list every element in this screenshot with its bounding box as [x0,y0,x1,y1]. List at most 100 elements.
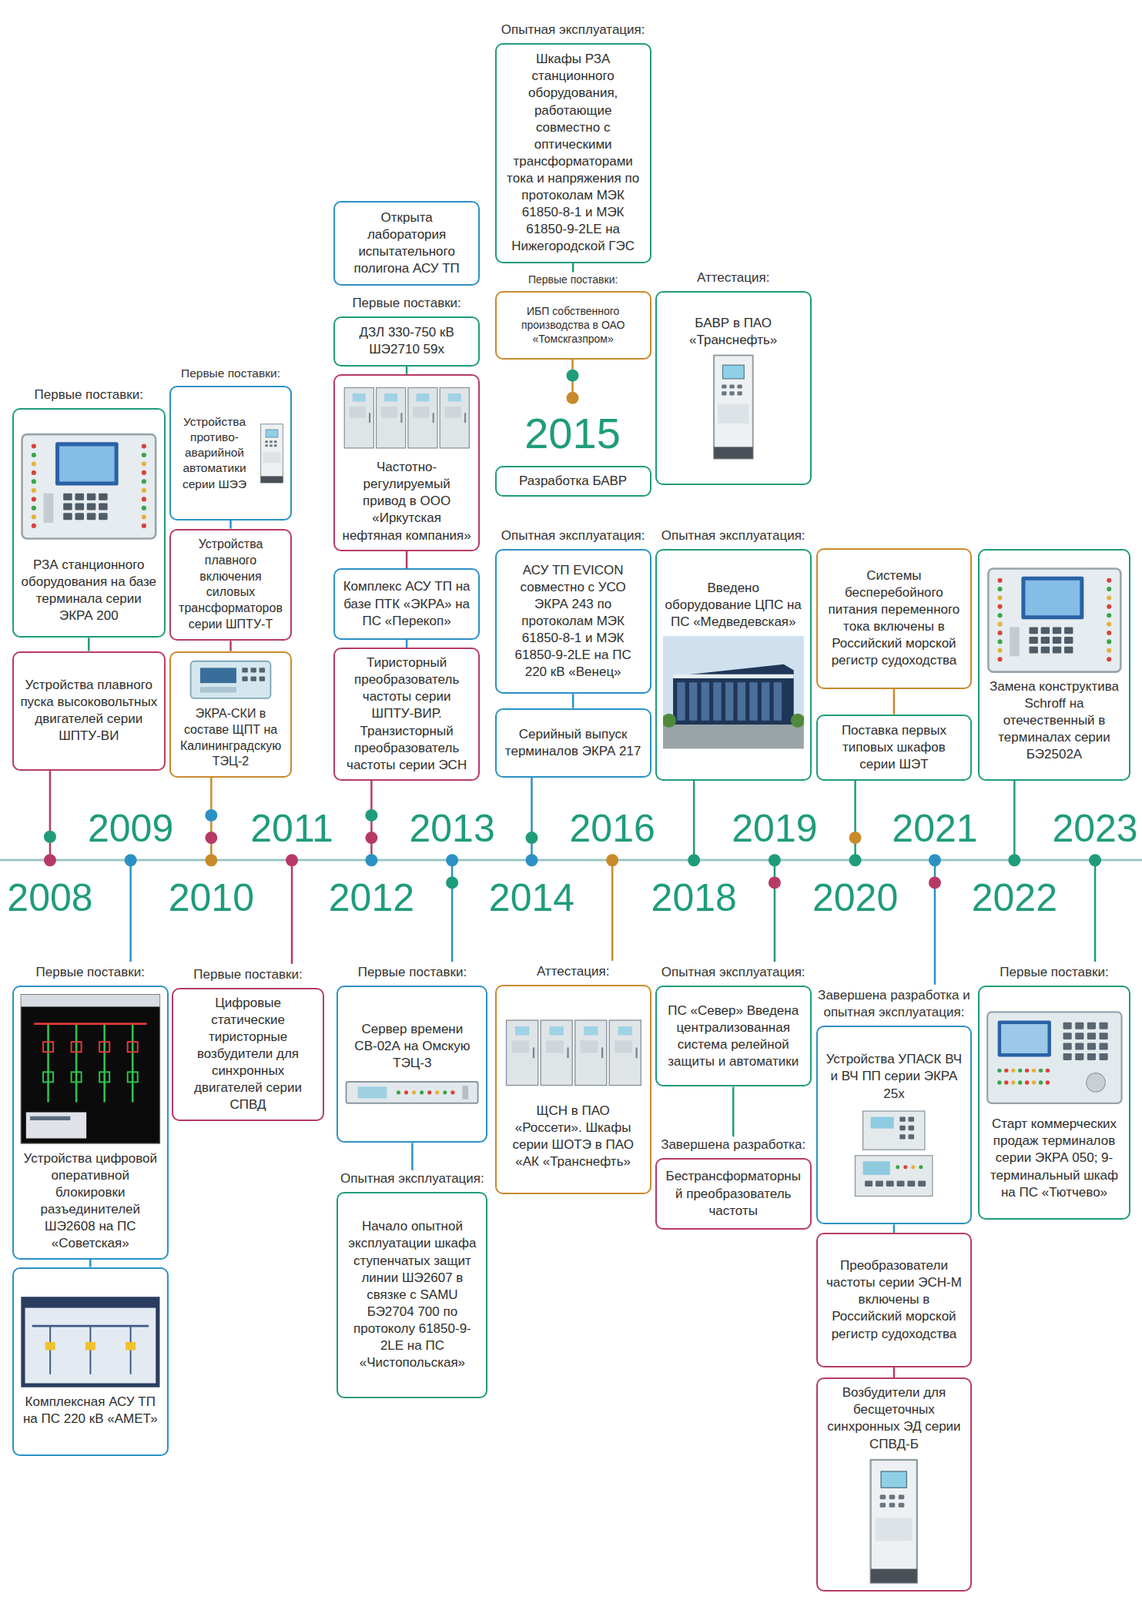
timeline-stem [451,860,454,962]
drawing-part [1024,579,1080,616]
event-text: ИБП собственного производства в ОАО «Том… [502,304,644,347]
drawing-part [265,428,278,437]
event-box: Возбудители для бесщеточных синхронных Э… [816,1377,972,1592]
event-box: Устройства УПАСК ВЧ и ВЧ ПП серии ЭКРА 2… [816,1025,972,1225]
drawing-part [1106,621,1112,627]
device-picture [20,1295,161,1390]
connector [732,1086,735,1137]
drawing-part [1075,1053,1084,1061]
drawing-part [98,493,108,501]
drawing-part [87,503,96,511]
year-label: 2023 [1051,807,1138,851]
drawing-part [141,462,147,467]
drawing-part [190,661,272,699]
drawing-part [43,493,54,523]
drawing-part [898,1494,905,1500]
drawing-part [908,1116,915,1122]
drawing-part [31,488,37,493]
drawing-part [1062,1032,1072,1040]
device-picture [663,635,804,750]
event-box: Начало опытной эксплуатации шкафа ступен… [336,1192,488,1399]
drawing-part [574,1020,607,1086]
drawing-part [1064,646,1073,654]
event-box: Разработка БАВР [495,465,652,497]
timeline-stem [291,860,294,965]
timeline-stem [530,777,533,861]
drawing-part [24,1308,156,1384]
drawing-part [98,512,108,520]
drawing-part [55,442,119,486]
timeline-event: Первые поставки:Устройства цифровой опер… [12,964,169,1260]
timeline-event: Опытная эксплуатация:Введено оборудовани… [655,527,812,781]
drawing-part [1106,639,1112,644]
drawing-part [269,440,273,443]
drawing-part [997,621,1002,627]
drawing-part [385,393,399,402]
drawing-part [1098,1022,1108,1030]
drawing-part [1106,656,1112,662]
event-heading: Завершена разработка: [655,1136,812,1154]
connector [893,1224,896,1233]
drawing-part [352,393,366,402]
drawing-part [870,1116,895,1129]
drawing-part [30,1116,71,1121]
drawing-part [997,647,1002,653]
drawing-part [1051,636,1061,644]
drawing-part [903,1165,908,1169]
event-heading: Первые поставки: [333,294,480,312]
drawing-part [411,1090,416,1095]
drawing-part [823,1107,964,1199]
drawing-part [103,1024,106,1103]
event-box: Комплекс АСУ ТП на базе ПТК «ЭКРА» на ПС… [333,568,480,640]
drawing-part [736,385,742,389]
event-heading: Аттестация: [495,963,652,981]
drawing-part [502,1008,644,1099]
timeline-event: Преобразователи частоты серии ЭСН-М вклю… [816,1232,972,1368]
drawing-part [997,586,1002,592]
timeline-dot [849,831,862,844]
drawing-part [736,391,742,396]
drawing-part [127,1041,138,1052]
drawing-part [1018,1080,1022,1085]
drawing-part [26,1112,87,1139]
drawing-part [259,668,265,674]
timeline-event: Опытная эксплуатация:Шкафы РЗА станционн… [495,21,652,264]
event-text: Шкафы РЗА станционного оборудования, раб… [502,50,644,255]
drawing-part [241,676,248,682]
drawing-part [443,1090,448,1095]
year-label: 2014 [488,877,575,920]
drawing-part [445,406,462,419]
year-label: 2015 [524,409,621,458]
connector [572,693,575,709]
drawing-part [700,683,709,722]
timeline-event: Первые поставки:Сервер времени СВ-02А на… [336,964,488,1143]
drawing-part [725,683,734,722]
drawing-part [721,391,727,396]
drawing-part [43,1072,54,1083]
drawing-part [880,1471,907,1488]
drawing-part [1024,1068,1029,1073]
drawing-part [1085,1073,1106,1093]
drawing-part [31,523,37,529]
device-picture [985,1004,1124,1112]
drawing-part [1086,1032,1096,1040]
connector [405,639,409,648]
event-heading: Первые поставки: [336,964,488,982]
drawing-part [1098,1043,1108,1051]
event-text: Устройства противо-аварийной автоматики … [175,414,254,493]
drawing-part [31,444,37,449]
drawing-part [432,412,435,423]
drawing-part [381,406,398,419]
timeline-dot [445,853,459,867]
event-text: Возбудители для бесщеточных синхронных Э… [823,1384,964,1453]
drawing-part [855,1155,933,1196]
drawing-part [1001,1024,1048,1054]
event-text: Преобразователи частоты серии ЭСН-М вклю… [823,1257,964,1343]
drawing-part [1062,1053,1072,1061]
drawing-part [125,1342,136,1350]
drawing-part [341,381,473,455]
drawing-part [346,1081,479,1104]
drawing-part [1106,595,1112,600]
connector [572,263,575,273]
drawing-part [1028,636,1038,644]
